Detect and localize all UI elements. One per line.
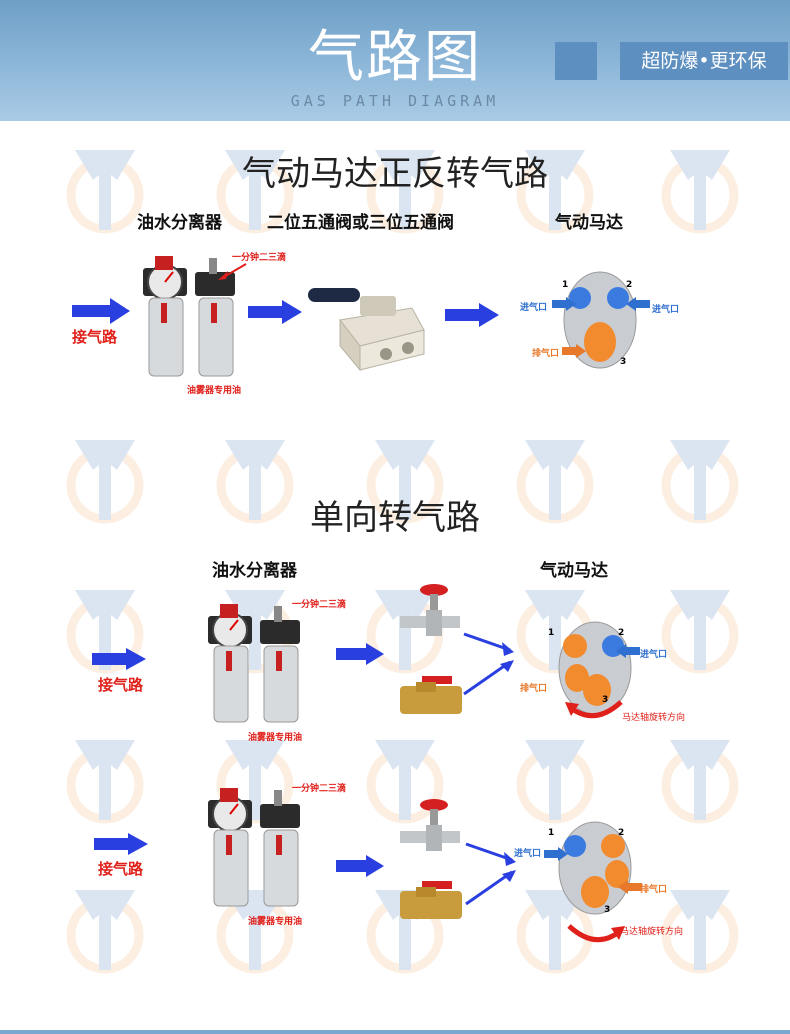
section1-oil-note: 油雾器专用油: [187, 383, 241, 396]
section1-drip-note: 一分钟二三滴: [232, 250, 286, 263]
port-number-1: 1: [562, 280, 568, 290]
footer-line: [0, 1030, 790, 1034]
port-number-1: 1: [548, 628, 554, 638]
flow-arrow-icon: [336, 643, 386, 665]
valve-flow-arrows-icon: [460, 632, 520, 702]
inlet-arrow-icon: [92, 648, 148, 670]
ouxu-logo-watermark-icon: [55, 880, 215, 1030]
diagramB-inlet-port: 进气口: [514, 846, 541, 859]
section2-motor-label: 气动马达: [540, 556, 608, 581]
port-number-1: 1: [548, 828, 554, 838]
port-arrow-icon: [616, 644, 640, 658]
port-arrow-icon: [562, 344, 586, 358]
port-number-3: 3: [620, 357, 626, 367]
ouxu-logo-watermark-icon: [650, 730, 790, 880]
section2-filter-label: 油水分离器: [212, 556, 297, 581]
valves-icon: [398, 580, 468, 725]
rotation-arrow-icon: [565, 922, 625, 946]
ouxu-logo-watermark-icon: [650, 880, 790, 1030]
diagramB-rotation-label: 马达轴旋转方向: [620, 924, 683, 937]
page-subtitle: GAS PATH DIAGRAM: [0, 92, 790, 110]
diagramA-drip-note: 一分钟二三滴: [292, 597, 346, 610]
section1-motor-label: 气动马达: [555, 208, 623, 233]
port-number-3: 3: [602, 695, 608, 705]
inlet-arrow-icon: [72, 298, 132, 324]
section2-title: 单向转气路: [0, 490, 790, 539]
rotation-arrow-icon: [565, 698, 625, 722]
port-arrow-icon: [626, 297, 650, 311]
section1-inlet-port-left: 进气口: [520, 300, 547, 313]
diagramA-oil-note: 油雾器专用油: [248, 730, 302, 743]
section1-inlet-label: 接气路: [72, 326, 117, 347]
diagramA-exhaust-port: 排气口: [520, 681, 547, 694]
ouxu-logo-watermark-icon: [650, 580, 790, 730]
diagramB-drip-note: 一分钟二三滴: [292, 781, 346, 794]
header-banner: 气路图 GAS PATH DIAGRAM 超防爆•更环保: [0, 0, 790, 121]
diagramA-inlet-label: 接气路: [98, 674, 143, 695]
section1-valve-label: 二位五通阀或三位五通阀: [267, 208, 454, 233]
diagramB-inlet-label: 接气路: [98, 858, 143, 879]
port-arrow-icon: [618, 880, 642, 894]
valve-flow-arrows-icon: [462, 842, 522, 912]
hand-valve-icon: [300, 270, 430, 380]
flow-arrow-icon: [336, 855, 386, 877]
filter-regulator-lubricator-icon: [200, 780, 310, 910]
section1-exhaust-port: 排气口: [532, 346, 559, 359]
port-number-2: 2: [626, 280, 632, 290]
inlet-arrow-icon: [94, 833, 150, 855]
section1-filter-label: 油水分离器: [137, 208, 222, 233]
port-number-2: 2: [618, 828, 624, 838]
filter-regulator-lubricator-icon: [200, 596, 310, 726]
diagramB-oil-note: 油雾器专用油: [248, 914, 302, 927]
port-number-3: 3: [604, 905, 610, 915]
port-arrow-icon: [552, 297, 576, 311]
flow-arrow-icon: [445, 303, 501, 327]
port-arrow-icon: [544, 847, 568, 861]
port-number-2: 2: [618, 628, 624, 638]
diagramA-inlet-port: 进气口: [640, 647, 667, 660]
diagramA-rotation-label: 马达轴旋转方向: [622, 710, 685, 723]
valves-icon: [398, 795, 468, 925]
drip-note-arrow-icon: [218, 262, 248, 282]
section1-title: 气动马达正反转气路: [0, 146, 790, 195]
slogan-badge: 超防爆•更环保: [620, 42, 788, 80]
section1-inlet-port-right: 进气口: [652, 302, 679, 315]
diagramB-exhaust-port: 排气口: [640, 882, 667, 895]
flow-arrow-icon: [248, 300, 304, 324]
